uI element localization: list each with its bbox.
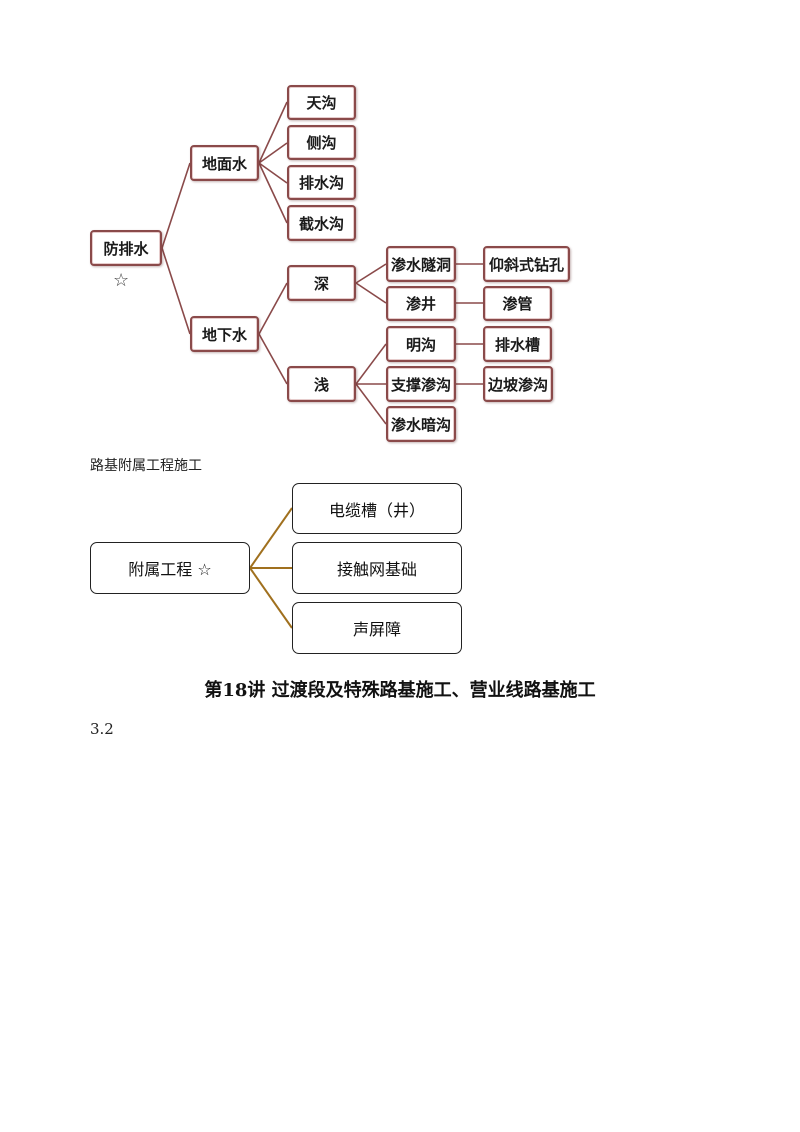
node-surface-water: 地面水 <box>190 145 259 181</box>
node-root: 防排水 <box>90 230 162 266</box>
node-shallow-item-2: 支撑渗沟 <box>386 366 456 402</box>
node-underground-water: 地下水 <box>190 316 259 352</box>
star-icon: ☆ <box>113 270 130 291</box>
node-surface-item-2: 侧沟 <box>287 125 356 160</box>
node-deep-leaf-2: 渗管 <box>483 286 552 321</box>
node-shallow: 浅 <box>287 366 356 402</box>
node-shallow-leaf-1: 排水槽 <box>483 326 552 362</box>
node-surface-item-1: 天沟 <box>287 85 356 120</box>
section-number: 3.2 <box>90 720 114 738</box>
node2-root: 附属工程 ☆ <box>90 542 250 594</box>
node-deep-item-2: 渗井 <box>386 286 456 321</box>
node2-item-2: 接触网基础 <box>292 542 462 594</box>
section-caption: 路基附属工程施工 <box>90 458 202 474</box>
node-deep: 深 <box>287 265 356 301</box>
node-shallow-item-3: 渗水暗沟 <box>386 406 456 442</box>
node-shallow-leaf-2: 边坡渗沟 <box>483 366 553 402</box>
lecture-heading: 第18讲 过渡段及特殊路基施工、营业线路基施工 <box>204 680 596 701</box>
node-deep-leaf-1: 仰斜式钻孔 <box>483 246 570 282</box>
node-surface-item-4: 截水沟 <box>287 205 356 241</box>
node2-item-3: 声屏障 <box>292 602 462 654</box>
node-shallow-item-1: 明沟 <box>386 326 456 362</box>
node-deep-item-1: 渗水隧洞 <box>386 246 456 282</box>
tree1-connectors <box>161 101 483 425</box>
tree2-connectors <box>249 507 293 629</box>
node2-item-1: 电缆槽（井） <box>292 483 462 534</box>
node-surface-item-3: 排水沟 <box>287 165 356 200</box>
